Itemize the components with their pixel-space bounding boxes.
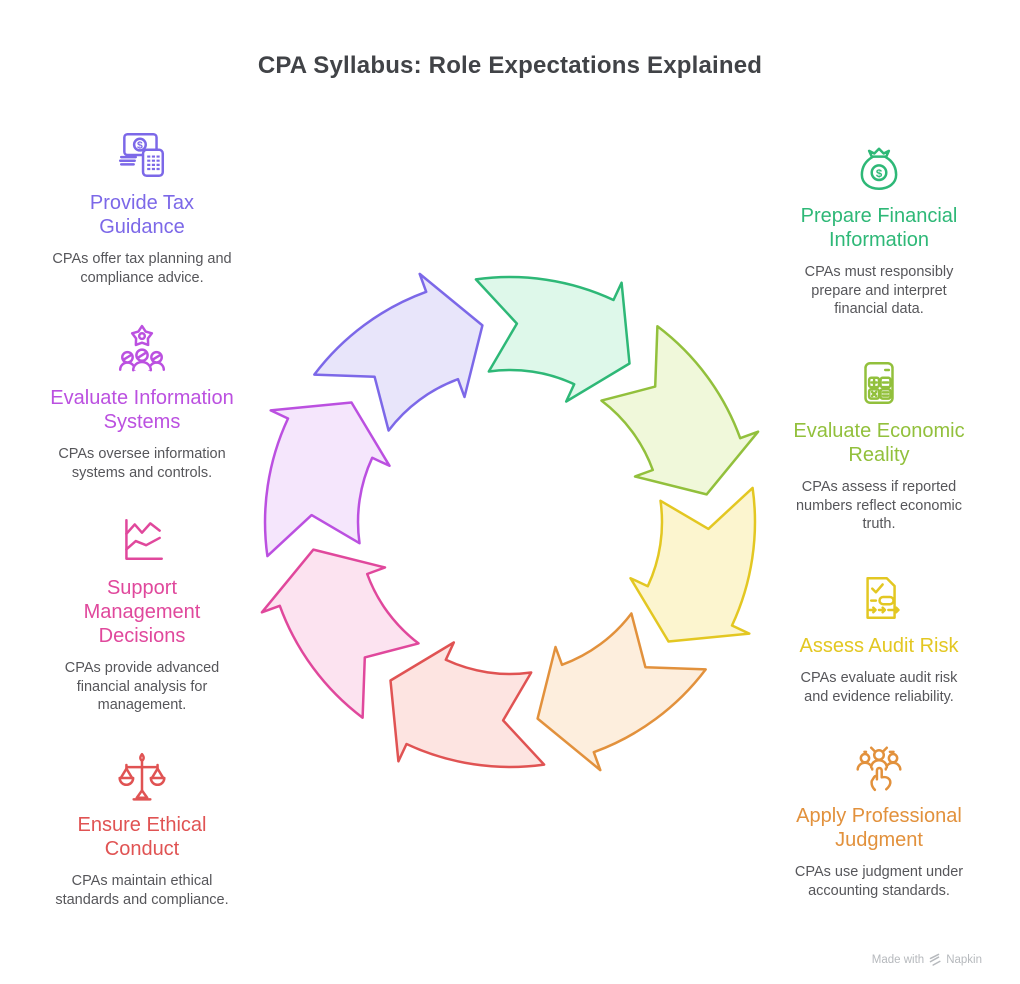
role-item-prepare-financial-information: $ Prepare Financial Information CPAs mus…	[774, 141, 984, 319]
page-title: CPA Syllabus: Role Expectations Explaine…	[257, 52, 763, 79]
role-item-ensure-ethical-conduct: Ensure Ethical Conduct CPAs maintain eth…	[37, 750, 247, 909]
svg-text:$: $	[137, 140, 143, 151]
role-item-provide-tax-guidance: $ Provide Tax Guidance CPAs offer tax pl…	[37, 128, 247, 287]
cycle-arrow-provide-tax-guidance	[313, 272, 484, 432]
role-item-evaluate-information-systems: Evaluate Information Systems CPAs overse…	[37, 323, 247, 482]
cycle-arrow-support-management-decisions	[260, 548, 420, 719]
watermark-brand: Napkin	[946, 953, 982, 966]
role-title: Provide Tax Guidance	[89, 192, 195, 238]
role-description: CPAs assess if reported numbers reflect …	[795, 479, 962, 533]
role-title: Evaluate Information Systems	[50, 387, 234, 433]
svg-text:$: $	[876, 168, 883, 180]
role-description: CPAs evaluate audit risk and evidence re…	[800, 670, 958, 705]
balance-scales-icon	[37, 750, 247, 804]
role-description: CPAs offer tax planning and compliance a…	[52, 251, 232, 286]
role-title: Support Management Decisions	[83, 577, 201, 647]
gear-people-icon	[37, 323, 247, 377]
money-bag-icon: $	[774, 141, 984, 195]
line-chart-icon	[37, 513, 247, 567]
watermark: Made with Napkin	[872, 953, 982, 966]
role-description: CPAs use judgment under accounting stand…	[794, 864, 964, 899]
role-title: Prepare Financial Information	[800, 205, 958, 251]
people-judgment-icon	[774, 741, 984, 795]
role-title: Apply Professional Judgment	[796, 805, 962, 851]
cycle-arrow-assess-audit-risk	[629, 486, 757, 643]
role-description: CPAs maintain ethical standards and comp…	[55, 873, 229, 908]
cycle-arrow-prepare-financial-information	[474, 275, 631, 403]
role-item-assess-audit-risk: Assess Audit Risk CPAs evaluate audit ri…	[774, 571, 984, 706]
cycle-arrow-evaluate-information-systems	[263, 401, 391, 558]
cycle-arrow-apply-professional-judgment	[536, 612, 707, 772]
role-item-evaluate-economic-reality: Evaluate Economic Reality CPAs assess if…	[774, 356, 984, 534]
cycle-arrow-evaluate-economic-reality	[600, 325, 760, 496]
role-description: CPAs must responsibly prepare and interp…	[804, 264, 954, 318]
napkin-logo-icon	[929, 953, 941, 966]
role-title: Assess Audit Risk	[799, 635, 959, 657]
role-description: CPAs oversee information systems and con…	[58, 446, 226, 481]
role-description: CPAs provide advanced financial analysis…	[64, 660, 220, 714]
calculator-icon	[774, 356, 984, 410]
audit-checklist-icon	[774, 571, 984, 625]
cycle-arrow-ensure-ethical-conduct	[389, 641, 546, 769]
role-item-apply-professional-judgment: Apply Professional Judgment CPAs use jud…	[774, 741, 984, 900]
role-title: Ensure Ethical Conduct	[77, 814, 207, 860]
money-calculator-icon: $	[37, 128, 247, 182]
role-title: Evaluate Economic Reality	[793, 420, 965, 466]
role-item-support-management-decisions: Support Management Decisions CPAs provid…	[37, 513, 247, 715]
watermark-text: Made with	[871, 953, 925, 966]
